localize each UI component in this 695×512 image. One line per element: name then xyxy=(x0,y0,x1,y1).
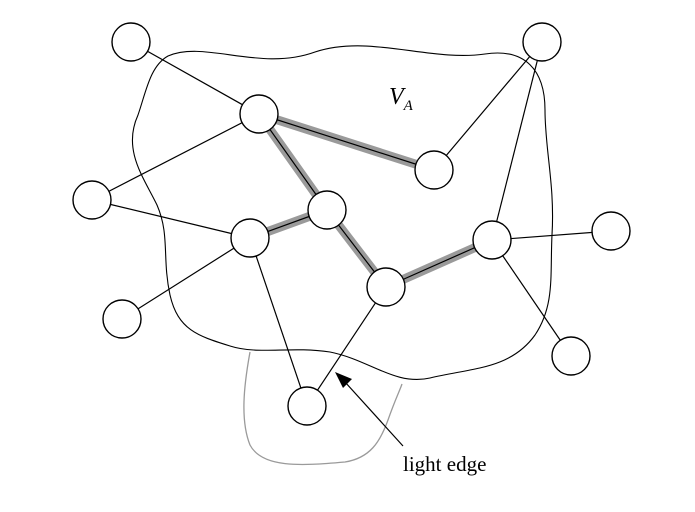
graph-edges xyxy=(91,41,612,407)
graph-node xyxy=(230,218,270,258)
edge xyxy=(433,41,543,171)
edge xyxy=(491,239,572,357)
graph-node xyxy=(111,22,151,62)
graph-node xyxy=(307,190,347,230)
edge xyxy=(491,230,612,241)
edge xyxy=(130,41,260,115)
region-va-boundary xyxy=(131,45,554,380)
cut-region-lower xyxy=(243,351,403,466)
edge xyxy=(258,113,435,171)
graph-nodes xyxy=(72,22,631,426)
edge xyxy=(491,41,543,241)
graph-node xyxy=(366,267,406,307)
region-va-label: VA xyxy=(389,84,413,115)
graph-node xyxy=(287,386,327,426)
light-edge-label: light edge xyxy=(403,452,487,476)
graph-node xyxy=(239,94,279,134)
edge xyxy=(91,199,251,239)
arrow-head xyxy=(335,372,352,388)
graph-node xyxy=(72,180,112,220)
graph-node xyxy=(522,22,562,62)
graph-node xyxy=(102,299,142,339)
graph-node xyxy=(414,150,454,190)
light-edge xyxy=(306,286,387,407)
light-edge-arrow xyxy=(335,372,404,447)
arrow-shaft xyxy=(344,381,404,447)
region-subscript: A xyxy=(403,97,413,114)
graph-node xyxy=(591,211,631,251)
edge xyxy=(249,237,308,407)
region-symbol: V xyxy=(389,84,404,110)
tree-edges-highlight xyxy=(245,109,497,292)
graph-node xyxy=(551,336,591,376)
edge xyxy=(91,113,260,201)
graph-node xyxy=(472,220,512,260)
edge xyxy=(121,237,251,320)
